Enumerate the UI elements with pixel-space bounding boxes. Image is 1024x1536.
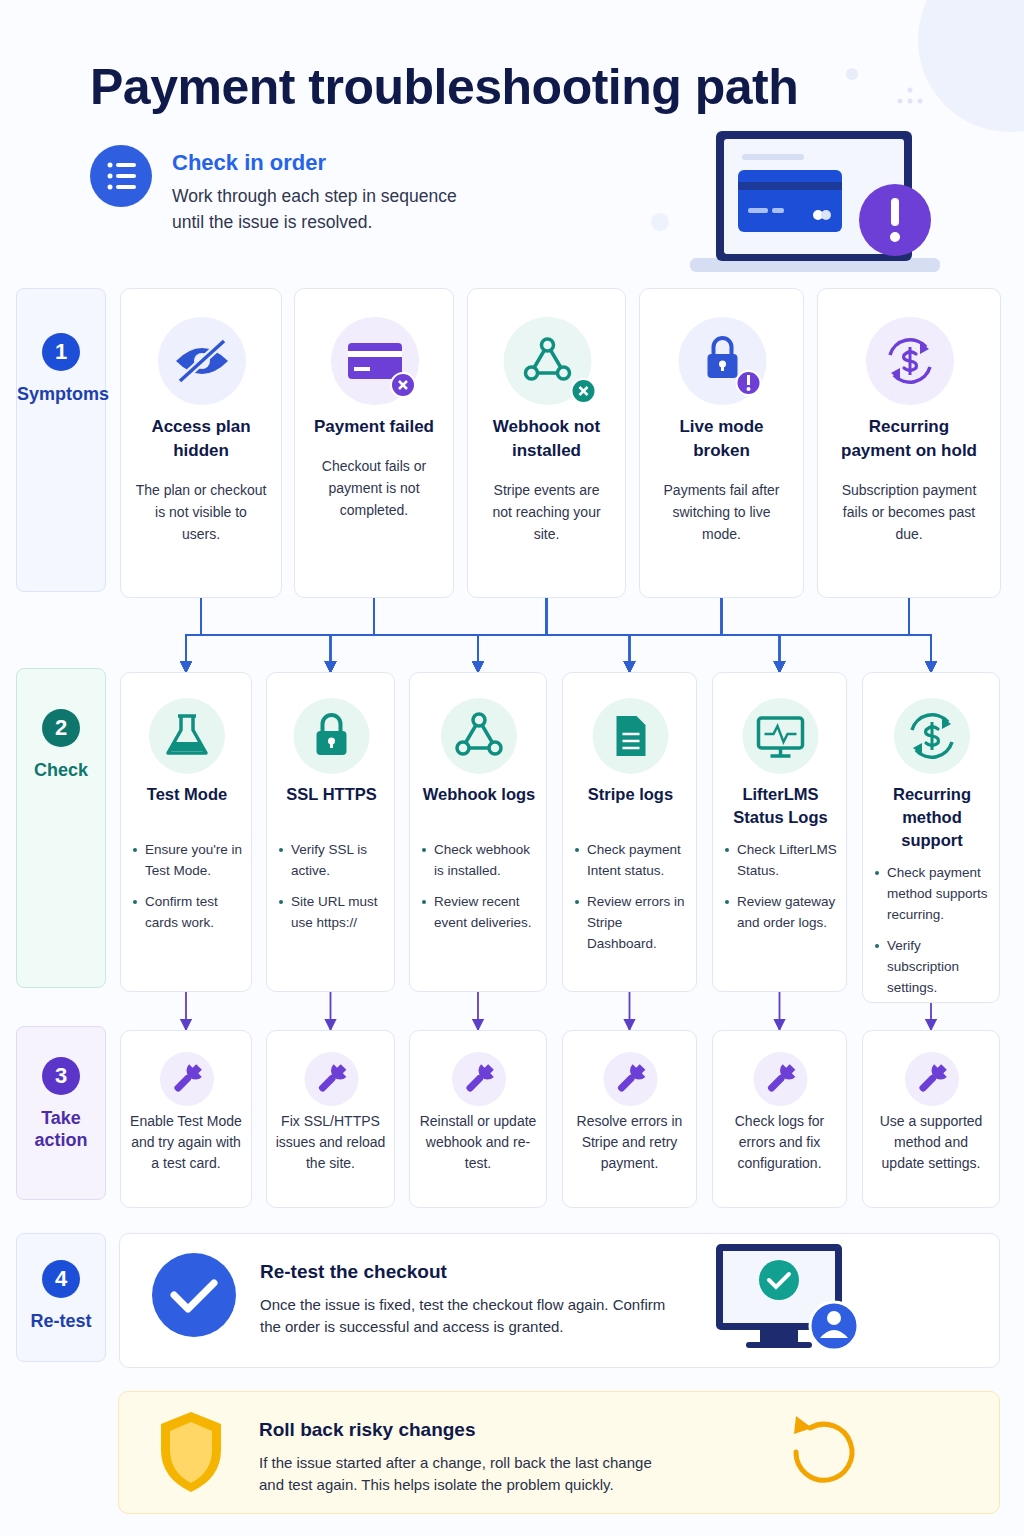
check-card: Stripe logsCheck payment Intent status. R…: [562, 672, 697, 992]
action-text: Enable Test Mode and try again with a te…: [129, 1111, 243, 1174]
action-text: Fix SSL/HTTPS issues and reload the site…: [275, 1111, 386, 1174]
icon: [410, 673, 548, 987]
symptom-card: Live mode brokenPayments fail after swit…: [639, 288, 804, 598]
bullet-item: Review errors in Stripe Dashboard.: [573, 891, 688, 954]
action-card: Enable Test Mode and try again with a te…: [120, 1030, 252, 1208]
bullet-item: Verify SSL is active.: [277, 839, 386, 881]
decor-dots: [898, 88, 923, 104]
decor-dot: [651, 213, 669, 231]
icon: [295, 289, 455, 593]
connector-arrow: [629, 992, 631, 1030]
action-text: Reinstall or update webhook and re-test.: [418, 1111, 538, 1174]
bullet-item: Check payment Intent status.: [573, 839, 688, 881]
card-text: Stripe events are not reaching your site…: [482, 479, 611, 545]
card-title: Payment failed: [309, 415, 439, 439]
step-label: Take action: [17, 1107, 105, 1151]
bullet-item: Ensure you're in Test Mode.: [131, 839, 243, 881]
icon: [267, 673, 396, 987]
card-title: Access plan hidden: [135, 415, 267, 463]
connector-arrow: [331, 598, 910, 672]
bullet-item: Check payment method supports recurring.: [873, 862, 991, 925]
card-title: Live mode broken: [654, 415, 789, 463]
connector-arrow: [780, 598, 910, 672]
card-text: Checkout fails or payment is not complet…: [309, 455, 439, 521]
step-number: 2: [42, 709, 80, 747]
check-card: LifterLMS Status LogsCheck LifterLMS Sta…: [712, 672, 847, 992]
check-card: Webhook logsCheck webhook is installed. R…: [409, 672, 547, 992]
symptom-card: Access plan hiddenThe plan or checkout i…: [120, 288, 282, 598]
intro-text: Work through each step in sequence until…: [172, 183, 482, 235]
action-text: Resolve errors in Stripe and retry payme…: [571, 1111, 688, 1174]
decor-circle: [918, 0, 1024, 132]
step-label: Symptoms: [17, 383, 105, 405]
symptom-card: Payment failedCheckout fails or payment …: [294, 288, 454, 598]
diagram-title: Payment troubleshooting path: [90, 58, 798, 116]
bullet-item: Check LifterLMS Status.: [723, 839, 838, 881]
connector-arrow: [779, 992, 781, 1030]
symptom-card: Recurring payment on holdSubscription pa…: [817, 288, 1001, 598]
check-card: SSL HTTPS Verify SSL is active. Site URL m…: [266, 672, 395, 992]
step-label: Re-test: [17, 1310, 105, 1332]
card-title: Webhook not installed: [482, 415, 611, 463]
laptop-illustration: [690, 131, 940, 272]
icon: [863, 673, 1001, 987]
check-card: Test ModeEnsure you're in Test Mode. Conf…: [120, 672, 252, 992]
connector-arrow: [930, 1003, 932, 1030]
card-title: Roll back risky changes: [259, 1418, 979, 1442]
list-icon: [90, 145, 152, 207]
bullet-item: Confirm test cards work.: [131, 891, 243, 933]
action-card: Fix SSL/HTTPS issues and reload the site…: [266, 1030, 395, 1208]
card-text: Payments fail after switching to live mo…: [654, 479, 789, 545]
card-text: The plan or checkout is not visible to u…: [135, 479, 267, 545]
step-number: 3: [42, 1057, 80, 1095]
step-number: 1: [42, 333, 80, 371]
action-card: Reinstall or update webhook and re-test.: [409, 1030, 547, 1208]
card-title: Webhook logs: [420, 783, 538, 829]
card-title: LifterLMS Status Logs: [723, 783, 838, 829]
row-band: 2Check: [16, 668, 106, 988]
card-title: Recurring method support: [873, 783, 991, 852]
card-text: If the issue started after a change, rol…: [259, 1452, 679, 1496]
action-text: Check logs for errors and fix configurat…: [721, 1111, 838, 1174]
connector-arrow: [478, 598, 909, 672]
bullet-item: Verify subscription settings.: [873, 935, 991, 998]
icon: [713, 673, 848, 987]
decor-dot: [846, 68, 858, 80]
icon: [121, 673, 253, 987]
action-card: Resolve errors in Stripe and retry payme…: [562, 1030, 697, 1208]
card-title: SSL HTTPS: [277, 783, 386, 829]
symptom-card: Webhook not installedStripe events are n…: [467, 288, 626, 598]
intro-heading: Check in order: [172, 150, 326, 176]
connector-arrow: [186, 598, 909, 672]
action-card: Use a supported method and update settin…: [862, 1030, 1000, 1208]
row-band: 4Re-test: [16, 1233, 106, 1362]
connector-arrow: [330, 992, 332, 1030]
summary-box: Re-test the checkoutOnce the issue is fi…: [119, 1233, 1000, 1368]
check-card: Recurring method supportCheck payment me…: [862, 672, 1000, 1003]
card-title: Test Mode: [131, 783, 243, 829]
action-card: Check logs for errors and fix configurat…: [712, 1030, 847, 1208]
bullet-item: Review recent event deliveries.: [420, 891, 538, 933]
step-label: Check: [17, 759, 105, 781]
card-title: Stripe logs: [573, 783, 688, 829]
card-title: Re-test the checkout: [260, 1260, 979, 1284]
card-text: Once the issue is fixed, test the checko…: [260, 1294, 680, 1338]
card-text: Subscription payment fails or becomes pa…: [832, 479, 986, 545]
row-band: 3Take action: [16, 1026, 106, 1200]
bullet-item: Site URL must use https://: [277, 891, 386, 933]
action-text: Use a supported method and update settin…: [871, 1111, 991, 1174]
card-title: Recurring payment on hold: [832, 415, 986, 463]
step-number: 4: [42, 1260, 80, 1298]
connector-arrow: [477, 992, 479, 1030]
bullet-item: Review gateway and order logs.: [723, 891, 838, 933]
connector-arrow: [909, 598, 931, 672]
summary-box: Roll back risky changes If the issue star…: [118, 1391, 1000, 1514]
connector-arrow: [185, 992, 187, 1030]
row-band: 1Symptoms: [16, 288, 106, 592]
bullet-item: Check webhook is installed.: [420, 839, 538, 881]
connector-arrow: [630, 598, 910, 672]
